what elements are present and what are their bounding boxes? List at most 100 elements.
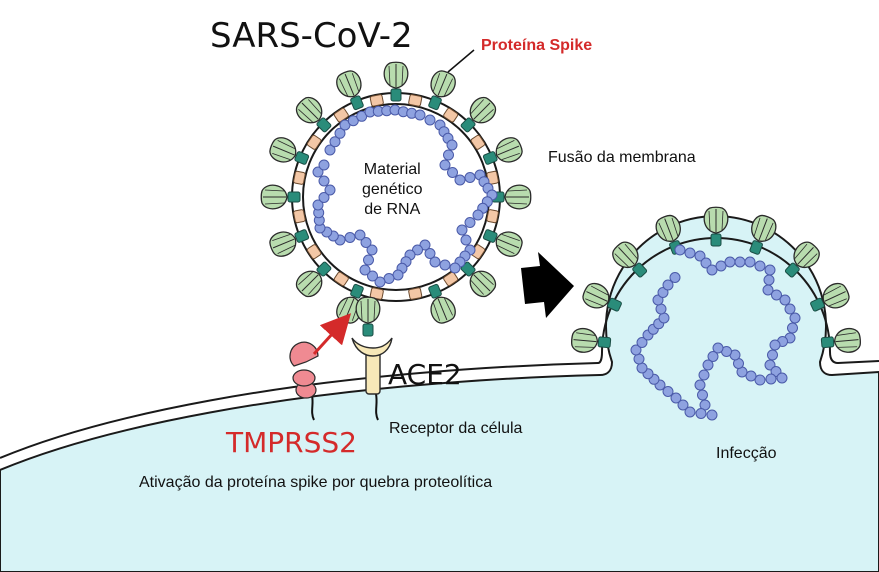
envelope-protein: [408, 94, 423, 107]
rna-bead: [456, 224, 468, 236]
rna-bead: [363, 254, 374, 266]
activation-arrow: [312, 313, 352, 356]
rna-bead: [439, 259, 451, 271]
rna-bead: [460, 234, 472, 246]
rna-bead: [412, 244, 423, 256]
rna-bead: [754, 260, 766, 272]
rna-bead: [702, 359, 714, 371]
rna-bead: [329, 136, 341, 148]
rna-bead: [670, 392, 682, 404]
rna-bead: [633, 353, 645, 365]
rna-bead: [464, 217, 476, 228]
envelope-protein: [443, 107, 459, 123]
rna-bead: [669, 272, 681, 283]
rna-bead: [707, 351, 719, 362]
rna-bead: [698, 369, 710, 381]
rna-bead: [318, 192, 330, 203]
envelope-protein: [293, 170, 306, 185]
envelope-protein: [306, 244, 322, 260]
rna-bead: [447, 167, 458, 178]
tmprss2-label: TMPRSS2: [226, 426, 357, 459]
rna-bead: [762, 284, 774, 296]
rna-bead: [347, 115, 359, 127]
rna-bead: [694, 379, 706, 391]
rna-bead: [324, 184, 336, 196]
membrane-fusion-label: Fusão da membrana: [548, 149, 696, 166]
rna-bead: [764, 264, 776, 276]
rna-bead: [443, 149, 454, 161]
rna-bead: [697, 389, 708, 401]
rna-bead: [674, 244, 686, 256]
rna-bead: [324, 144, 336, 156]
genetic-material-line-3: de RNA: [364, 201, 421, 218]
rna-bead: [454, 174, 466, 186]
rna-bead: [636, 362, 648, 374]
rna-bead: [706, 264, 718, 276]
rna-bead: [429, 256, 441, 268]
ace2-label: ACE2: [388, 358, 462, 391]
envelope-protein: [408, 287, 423, 300]
rna-bead: [695, 408, 707, 419]
rna-bead: [694, 250, 706, 262]
rna-bead: [359, 264, 371, 276]
rna-bead: [787, 322, 798, 334]
spike-protein-label: Proteína Spike: [481, 37, 593, 54]
envelope-protein: [293, 209, 306, 224]
rna-bead: [630, 344, 642, 356]
rna-bead: [424, 248, 436, 259]
envelope-protein: [470, 134, 486, 150]
rna-bead: [715, 260, 727, 272]
rna-bead: [767, 349, 778, 361]
rna-bead: [334, 127, 346, 139]
rna-bead: [360, 237, 372, 248]
rna-bead: [424, 114, 436, 126]
rna-bead: [636, 337, 648, 348]
rna-bead: [318, 175, 330, 187]
rna-bead: [771, 289, 782, 301]
envelope-protein: [443, 271, 459, 287]
rna-bead: [776, 372, 788, 384]
rna-bead: [657, 287, 669, 298]
envelope-protein: [333, 271, 349, 287]
rna-bead: [662, 279, 674, 291]
rna-bead: [446, 139, 458, 151]
rna-bead: [765, 373, 777, 385]
rna-bead: [344, 232, 356, 243]
rna-bead: [655, 303, 667, 315]
rna-bead: [354, 229, 366, 241]
rna-bead: [734, 256, 746, 268]
activation-label: Ativação da proteína spike por quebra pr…: [139, 474, 493, 491]
rna-bead: [449, 262, 461, 274]
rna-bead: [784, 303, 796, 315]
rna-bead: [658, 312, 670, 324]
rna-bead: [744, 256, 756, 268]
released-rna: [630, 244, 801, 421]
infection-label: Infecção: [716, 445, 777, 462]
rna-bead: [700, 257, 712, 269]
virion: [260, 61, 532, 327]
rna-bead: [414, 109, 426, 121]
rna-bead: [712, 342, 724, 354]
rna-bead: [374, 276, 386, 288]
viral-rna: [312, 104, 498, 288]
rna-bead: [419, 239, 431, 251]
rna-bead: [763, 274, 775, 286]
rna-bead: [652, 294, 664, 306]
rna-bead: [724, 256, 736, 268]
rna-bead: [779, 294, 791, 306]
tmprss2-protease: [289, 341, 319, 421]
process-arrow: [521, 252, 574, 318]
rna-bead: [367, 270, 378, 282]
rna-bead: [769, 339, 781, 351]
rna-bead: [677, 399, 689, 411]
envelope-protein: [486, 209, 499, 224]
genetic-material-line-2: genético: [362, 181, 423, 198]
rna-bead: [662, 386, 674, 397]
rna-bead: [464, 172, 476, 183]
rna-bead: [706, 409, 718, 421]
envelope-protein: [333, 107, 349, 123]
cell-receptor-label: Receptor da célula: [389, 420, 523, 437]
spike-pointer: [447, 49, 475, 73]
rna-bead: [439, 159, 451, 171]
